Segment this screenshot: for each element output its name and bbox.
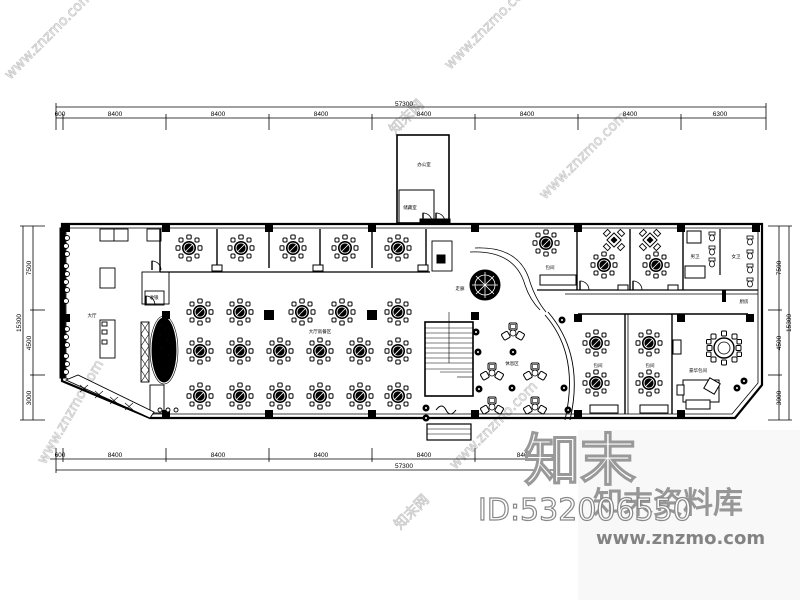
- svg-text:8400: 8400: [520, 111, 535, 118]
- right-lower-rooms: [578, 313, 748, 414]
- room-label-lounge: 休息区: [505, 360, 519, 367]
- svg-text:www.znzmo.com: www.znzmo.com: [35, 357, 108, 467]
- svg-text:600: 600: [55, 452, 66, 459]
- room-label-storage: 储藏室: [403, 204, 417, 211]
- svg-text:www.znzmo.com: www.znzmo.com: [537, 108, 631, 202]
- watermark-overlay: 知末 知末资料库 ID:532006550 www.znzmo.com: [477, 428, 800, 600]
- top-private-rooms: [151, 229, 430, 273]
- left-dimension-labels: 15300 7500 4500 3000: [16, 260, 33, 405]
- room-label-vip: 豪华包间: [689, 367, 707, 374]
- central-staircase: [424, 312, 474, 441]
- watermark-id: ID:532006550: [478, 493, 692, 528]
- watermark-brand: 知末资料库: [593, 486, 743, 521]
- svg-text:15300: 15300: [786, 314, 793, 332]
- room-label-cashier: 收银: [150, 294, 159, 301]
- bottom-dimension-line: [50, 448, 560, 473]
- top-dimension-line: [55, 103, 767, 130]
- svg-text:8400: 8400: [314, 111, 329, 118]
- right-upper-tables: [532, 228, 670, 279]
- svg-text:www.znzmo.com: www.znzmo.com: [442, 0, 536, 73]
- bottom-total-dimension: 57300: [395, 463, 413, 470]
- svg-text:知末网: 知末网: [391, 491, 433, 533]
- svg-text:8400: 8400: [108, 111, 123, 118]
- bottom-dimension-labels: 600 8400 8400 8400 8400 8400 57300: [55, 452, 532, 470]
- left-lobby: [63, 228, 179, 419]
- room-label-lobby: 大厅: [88, 312, 97, 319]
- svg-text:3000: 3000: [776, 390, 783, 405]
- watermark-logo: 知末: [524, 429, 636, 494]
- svg-text:3000: 3000: [26, 390, 33, 405]
- reception-area: [431, 240, 575, 421]
- svg-text:600: 600: [55, 111, 66, 118]
- svg-text:15300: 15300: [16, 314, 23, 332]
- svg-text:4500: 4500: [26, 335, 33, 350]
- main-hall-tables: [186, 298, 412, 410]
- svg-text:8400: 8400: [211, 111, 226, 118]
- svg-text:www.znzmo.com: www.znzmo.com: [2, 0, 96, 83]
- svg-text:7500: 7500: [776, 260, 783, 275]
- room-label-toilet-m: 男卫: [691, 254, 700, 260]
- svg-text:8400: 8400: [108, 452, 123, 459]
- watermark-url: www.znzmo.com: [596, 528, 765, 549]
- right-upper-rooms: [537, 229, 758, 295]
- right-dimension-line: [768, 225, 792, 421]
- room-label-private-a: 包间: [594, 362, 603, 369]
- restrooms: [708, 231, 754, 302]
- svg-text:8400: 8400: [517, 452, 532, 459]
- room-label-toilet-f: 女卫: [732, 253, 741, 260]
- top-private-room-tables: [175, 234, 412, 262]
- top-dimension-labels: 57300 600 8400 8400 8400 8400 8400 8400 …: [55, 101, 728, 118]
- svg-text:6300: 6300: [713, 111, 728, 118]
- svg-text:7500: 7500: [26, 260, 33, 275]
- room-label-private-b: 包间: [646, 362, 655, 369]
- svg-text:4500: 4500: [776, 335, 783, 350]
- room-label-kitchen: 厨房: [740, 298, 749, 305]
- left-dimension-line: [20, 225, 45, 421]
- svg-text:8400: 8400: [417, 111, 432, 118]
- right-lower-tables: [582, 329, 748, 397]
- room-label-corridor: 走廊: [456, 285, 465, 292]
- svg-text:8400: 8400: [623, 111, 638, 118]
- right-dimension-labels: 15300 7500 4500 3000: [776, 260, 793, 405]
- svg-text:8400: 8400: [417, 452, 432, 459]
- room-label-private-top: 包间: [546, 264, 555, 271]
- room-label-main-hall: 大厅就餐区: [309, 328, 332, 335]
- top-total-dimension: 57300: [395, 101, 413, 108]
- svg-text:8400: 8400: [314, 452, 329, 459]
- svg-text:8400: 8400: [211, 452, 226, 459]
- room-label-office: 办公室: [417, 161, 431, 168]
